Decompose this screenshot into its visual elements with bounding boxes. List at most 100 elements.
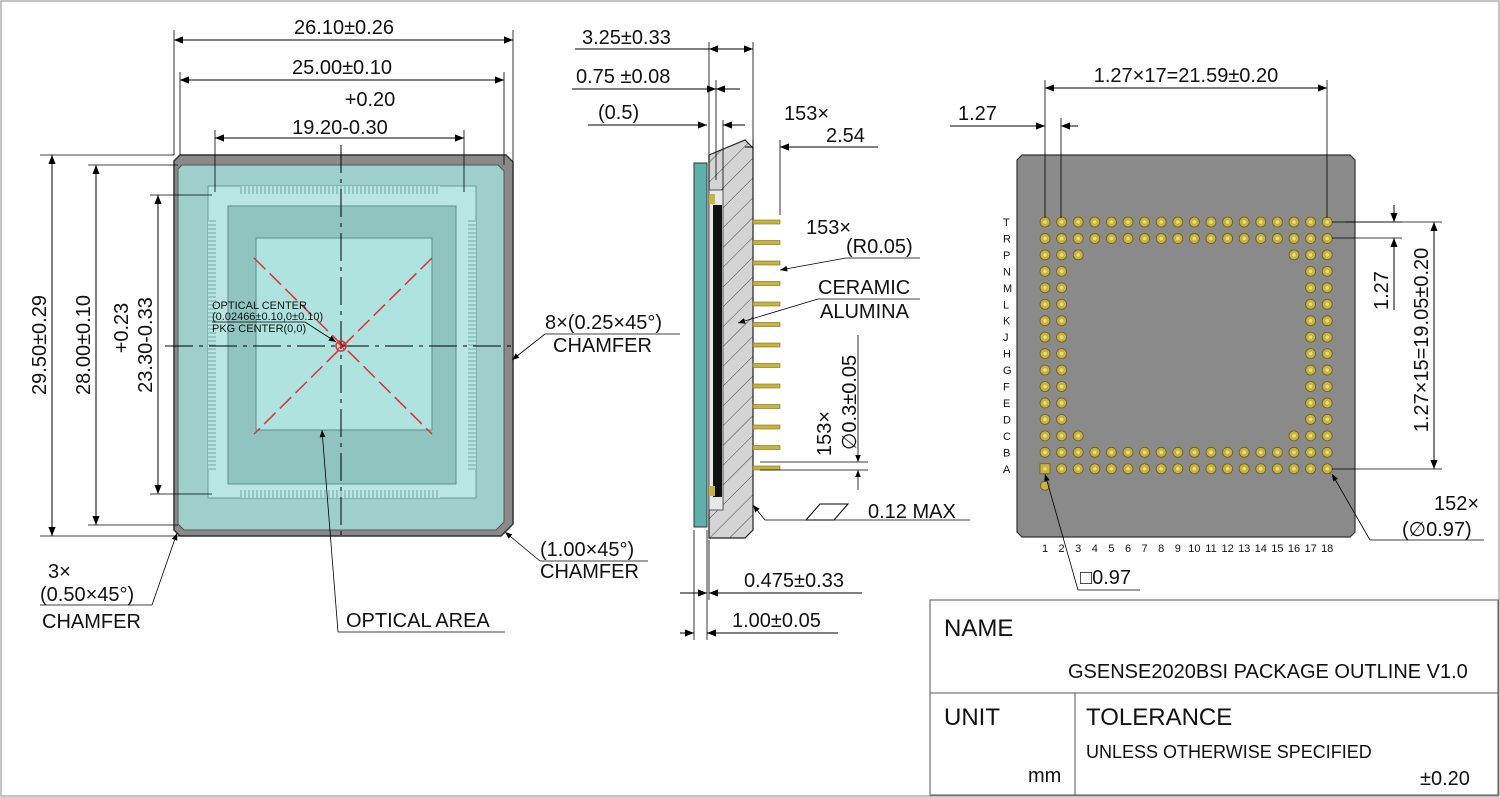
pin-pad-center	[1059, 401, 1064, 405]
pin-pad-center	[1275, 220, 1280, 224]
dim-glass-thickness: 1.00±0.05	[732, 610, 821, 632]
pin-pad-center	[1325, 253, 1329, 257]
pkg-center-label: PKG CENTER(0,0)	[212, 323, 306, 335]
side-pin	[752, 465, 781, 471]
row-label: G	[1003, 365, 1012, 377]
name-label: NAME	[944, 615, 1013, 642]
dim-gap: (0.5)	[598, 102, 639, 124]
dim-optical-height-tol-plus: +0.23	[111, 303, 133, 354]
pin-pad-center	[1093, 236, 1097, 241]
pin-pad-center	[1308, 286, 1313, 290]
pin-pad-center	[1043, 434, 1047, 438]
row-label: N	[1003, 266, 1011, 278]
pin-pad-center	[1308, 450, 1313, 455]
pin-pad-center	[1225, 220, 1230, 224]
pin-pad-center	[1076, 466, 1080, 471]
pin-pad-center	[1259, 466, 1263, 471]
pin-pad-center	[1242, 450, 1246, 455]
side-pin	[752, 260, 781, 266]
pin-pad-center	[1059, 286, 1064, 290]
col-label: 12	[1221, 543, 1233, 555]
col-label: 13	[1238, 543, 1250, 555]
row-label: L	[1003, 299, 1009, 311]
side-pin	[752, 363, 781, 368]
pin-pad-center	[1043, 368, 1047, 372]
pin-pad-center	[1043, 450, 1047, 455]
pin-pad-center	[1043, 236, 1047, 241]
pin-pad-center	[1292, 220, 1296, 224]
dim-pin-pitch: 1.27	[958, 103, 997, 125]
pin-pad-center	[1159, 220, 1163, 224]
optical-area-label: OPTICAL AREA	[346, 610, 490, 632]
pin-pad-center	[1126, 450, 1130, 455]
side-pin	[752, 383, 781, 389]
side-pin	[752, 322, 781, 327]
pin-radius-leader	[779, 257, 847, 272]
side-pin	[752, 424, 781, 430]
front-view: 26.10±0.26 25.00±0.10 +0.20 19.20-0.30 2…	[29, 17, 680, 633]
pin-pad-center	[1325, 318, 1329, 323]
tolerance-value: ±0.20	[1420, 768, 1470, 790]
pin-radius-value: (R0.05)	[846, 236, 913, 258]
pin-pad-center	[1325, 269, 1329, 274]
pad-diameter: (∅0.97)	[1402, 519, 1472, 541]
pin-pad-center	[1308, 269, 1313, 274]
material-line1: CERAMIC	[818, 277, 910, 299]
unit-label: UNIT	[944, 704, 1000, 731]
pin-pad-center	[1043, 220, 1047, 224]
pin-pad-center	[1142, 450, 1147, 455]
side-pins	[752, 219, 781, 471]
pin-pad-center	[1043, 269, 1047, 274]
row-label: K	[1003, 316, 1011, 328]
pin-pad-center	[1308, 318, 1313, 323]
pin-diameter-value: ∅0.3±0.05	[839, 355, 861, 450]
bond-pads-top	[240, 186, 440, 194]
pin-pad-center	[1159, 466, 1163, 471]
side-bond-top	[709, 194, 715, 204]
optical-center-marker	[335, 340, 347, 352]
pin-pad-center	[1059, 351, 1064, 356]
pin-pad-center	[1325, 286, 1329, 290]
pin-pad-center	[1043, 384, 1047, 389]
side-pin	[752, 219, 781, 225]
row-label: C	[1003, 431, 1011, 443]
pin-pad-center	[1325, 335, 1329, 339]
dim-inner-width: 25.00±0.10	[292, 57, 392, 79]
pin-pad-center	[1259, 236, 1263, 241]
pin-pad-center	[1308, 335, 1313, 339]
row-label: A	[1003, 464, 1011, 476]
pin-pitch-value: 2.54	[826, 125, 865, 147]
pin-pad-center	[1159, 450, 1163, 455]
pin-pad-center	[1325, 368, 1329, 372]
side-pin	[752, 301, 781, 307]
pin-pad-center	[1225, 466, 1230, 471]
col-label: 11	[1205, 543, 1216, 555]
pin-pad-center	[1308, 253, 1313, 257]
pin-pad-center	[1126, 236, 1130, 241]
pin-pad-center	[1076, 434, 1080, 438]
row-label: D	[1003, 414, 1011, 426]
pin-pad-center	[1059, 450, 1064, 455]
pin-pad-center	[1292, 450, 1296, 455]
dim-optical-width: 19.20-0.30	[292, 117, 388, 139]
pin-pad-center	[1242, 236, 1246, 241]
optical-center-label: OPTICAL CENTER	[212, 300, 307, 312]
dim-overall-height: 29.50±0.29	[29, 295, 51, 395]
side-pin	[752, 445, 781, 450]
pin-radius-count: 153×	[806, 217, 851, 239]
material-leader	[737, 298, 819, 324]
flatness-leader	[752, 504, 766, 521]
col-label: 6	[1125, 543, 1131, 555]
pin-pad-center	[1076, 220, 1080, 224]
col-label: 8	[1158, 543, 1164, 555]
pin-pad-center	[1093, 220, 1097, 224]
pin-pad-center	[1325, 450, 1329, 455]
pin-pad-center	[1308, 351, 1313, 356]
pin-pad-center	[1308, 384, 1313, 389]
pin-pad-center	[1059, 220, 1064, 224]
side-view: 3.25±0.33 0.75 ±0.08 (0.5) 153× 2.54 153…	[572, 27, 970, 640]
